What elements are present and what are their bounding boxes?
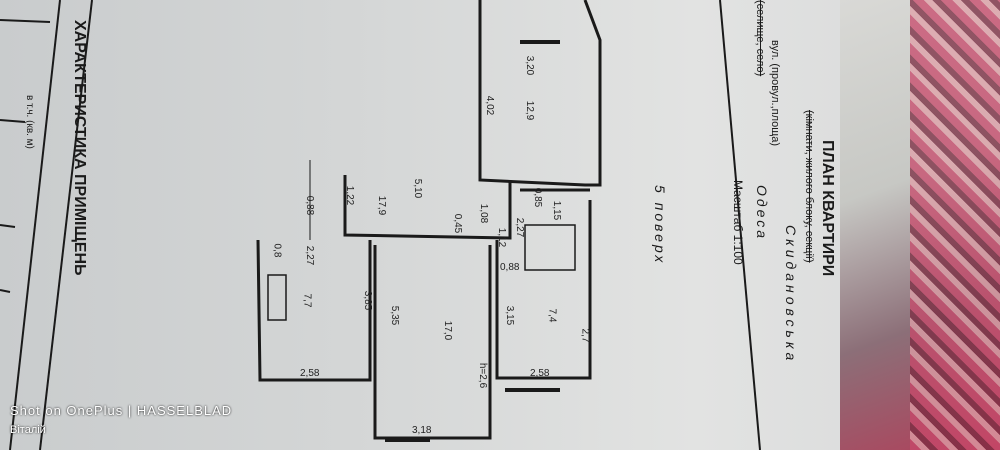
floor-note: 5 поверх <box>652 185 668 266</box>
dim-label: 2,7 <box>579 328 591 343</box>
dim-label: 3,18 <box>412 425 432 436</box>
document-paper <box>0 0 870 450</box>
column-label: в т.ч. (кв. м) <box>24 95 35 149</box>
dim-label: 17,0 <box>442 320 454 341</box>
dim-label: 3,20 <box>524 55 536 76</box>
dim-label: 2,58 <box>530 368 550 379</box>
dim-label: 0,45 <box>452 213 464 234</box>
dim-label: 7,4 <box>546 308 558 323</box>
dim-label: 1,12 <box>496 227 508 248</box>
dim-label: 1,08 <box>478 203 490 224</box>
dim-label: 2,27 <box>514 217 526 238</box>
dim-label: h=2,6 <box>477 362 489 389</box>
dim-label: 0,8 <box>271 243 283 258</box>
dim-label: 1,15 <box>551 200 563 221</box>
street-value: Скидановська <box>783 225 799 365</box>
dim-label: 5,10 <box>412 178 424 199</box>
plan-subtitle: (кімнати, жилого блоку, секції) <box>803 110 815 263</box>
dim-label: 5,35 <box>389 305 401 326</box>
plan-title: ПЛАН КВАРТИРИ <box>819 140 836 277</box>
dim-label: 3,85 <box>362 290 374 311</box>
dim-label: 2,58 <box>300 368 320 379</box>
dim-label: 0,85 <box>532 187 544 208</box>
dim-label: 3,15 <box>504 305 516 326</box>
dim-label: 2,27 <box>304 245 316 266</box>
street-prefix: вул. (провул.,площа) <box>769 40 781 147</box>
dim-label: 4,02 <box>484 95 496 116</box>
scale-label: Масштаб 1:100 <box>731 180 745 265</box>
sidebar-title: ХАРАКТЕРИСТИКА ПРИМІЩЕНЬ <box>71 20 88 276</box>
dim-label: 1,22 <box>344 185 356 206</box>
dim-label: 0,88 <box>304 195 316 216</box>
city-value: Одеса <box>754 185 770 242</box>
dim-label: 12,9 <box>524 100 536 121</box>
dim-label: 0,88 <box>500 262 520 273</box>
watermark-line2: Віталій <box>10 424 46 436</box>
background-fabric <box>910 0 1000 450</box>
dim-label: 17,9 <box>376 195 388 216</box>
watermark-line1: Shot on OnePlus | HASSELBLAD <box>10 403 233 418</box>
locality-label: (селище, село) <box>754 0 766 77</box>
dim-label: 7,7 <box>301 293 313 308</box>
